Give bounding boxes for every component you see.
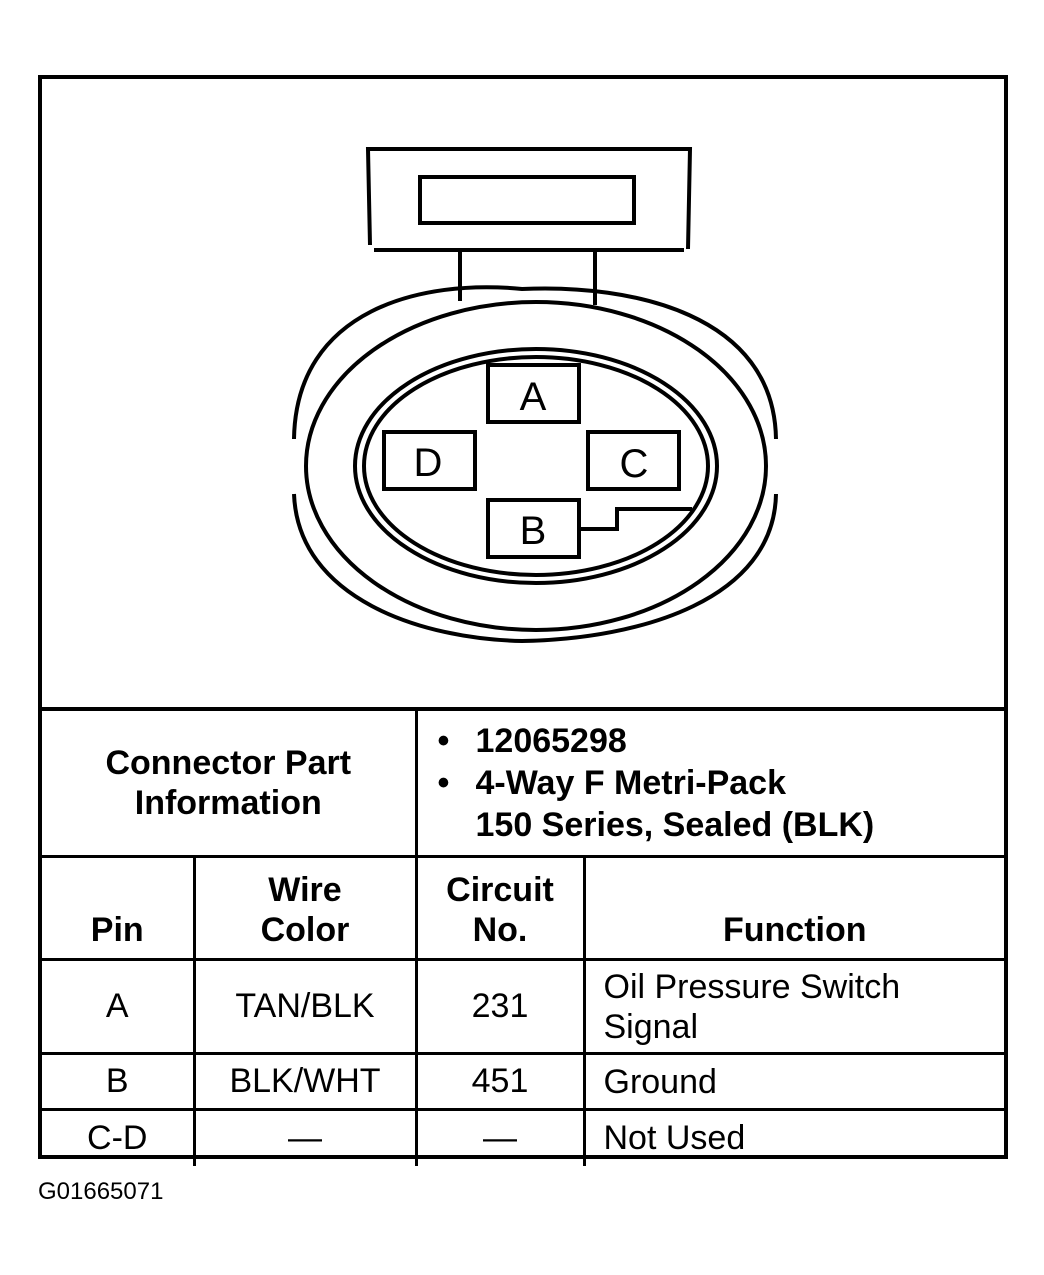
seal-ring-outer xyxy=(304,300,768,632)
row-b-circuit: 451 xyxy=(414,1052,586,1111)
row-a-wire-color: TAN/BLK xyxy=(192,958,418,1055)
connector-figure-frame: A D C B Connector Part Information 12065… xyxy=(38,75,1008,1166)
pin-label-d: D xyxy=(414,441,443,485)
connector-drawing: A D C B xyxy=(292,147,778,644)
row-cd-wire-color: — xyxy=(192,1108,418,1166)
table-row: C-D — — Not Used xyxy=(42,1108,1004,1166)
pin-cavity-d xyxy=(382,430,477,491)
outer-shroud-upper xyxy=(292,285,778,440)
connector-part-row: Connector Part Information 12065298 4-Wa… xyxy=(42,707,1005,858)
part-description-line2: 150 Series, Sealed (BLK) xyxy=(475,806,875,844)
seal-ring-middle xyxy=(353,347,719,585)
row-b-function: Ground xyxy=(582,1052,1004,1111)
header-pin: Pin xyxy=(42,855,196,961)
row-cd-pin: C-D xyxy=(42,1108,196,1166)
connector-part-label-line1: Connector Part xyxy=(105,744,352,782)
row-a-pin: A xyxy=(42,958,196,1055)
figure-code: G01665071 xyxy=(38,1178,164,1205)
connector-part-info-cell: 12065298 4-Way F Metri-Pack 150 Series, … xyxy=(414,707,1005,858)
lock-tab-housing xyxy=(365,147,693,250)
pin-label-a: A xyxy=(520,375,547,419)
table-row: B BLK/WHT 451 Ground xyxy=(42,1052,1004,1111)
row-cd-function: Not Used xyxy=(582,1108,1004,1166)
seal-ring-inner xyxy=(362,355,710,577)
connector-part-label-line2: Information xyxy=(134,784,322,822)
part-number: 12065298 xyxy=(438,720,1005,762)
connector-part-label-cell: Connector Part Information xyxy=(42,707,418,858)
pin-label-b: B xyxy=(520,509,547,553)
polarization-key xyxy=(579,507,692,531)
row-cd-circuit: — xyxy=(414,1108,586,1166)
row-b-wire-color: BLK/WHT xyxy=(192,1052,418,1111)
pin-cavity-c xyxy=(586,430,681,491)
pin-cavity-a xyxy=(486,363,581,424)
pin-label-c: C xyxy=(620,442,649,486)
row-a-circuit: 231 xyxy=(414,958,586,1055)
lock-tab-window xyxy=(418,175,636,225)
outer-shroud-lower xyxy=(292,493,778,644)
connector-pinout-table: Connector Part Information 12065298 4-Wa… xyxy=(42,707,1004,1166)
connector-face-diagram: A D C B xyxy=(42,79,1004,707)
part-description-line1: 4-Way F Metri-Pack xyxy=(438,762,1005,804)
header-function: Function xyxy=(582,855,1004,961)
row-b-pin: B xyxy=(42,1052,196,1111)
